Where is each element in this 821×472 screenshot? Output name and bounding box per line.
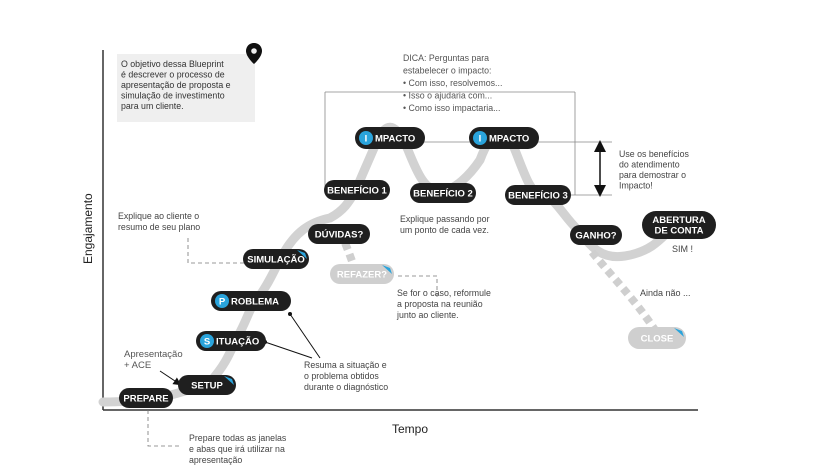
stage-problema[interactable]: P ROBLEMA xyxy=(211,291,291,311)
connector-refazer-note xyxy=(398,275,438,298)
x-axis-label: Tempo xyxy=(392,422,428,436)
stage-beneficio1-label: BENEFÍCIO 1 xyxy=(327,185,387,196)
stage-prepare-label: PREPARE xyxy=(123,393,168,404)
stage-duvidas[interactable]: DÚVIDAS? xyxy=(308,224,370,244)
notes-layer: Apresentação+ ACE Prepare todas as janela… xyxy=(118,149,693,465)
stage-ganho-label: GANHO? xyxy=(575,230,616,241)
stage-situacao-badge xyxy=(200,334,214,348)
stages-layer: PREPARE SETUP S ITUAÇÃO P ROBLEMA SIMULAÇÃO DÚV… xyxy=(119,127,716,408)
map-pin-icon xyxy=(246,43,262,64)
stage-impacto1[interactable]: I MPACTO xyxy=(355,127,425,149)
objective-box xyxy=(117,54,255,122)
connector-apresentacao xyxy=(159,370,182,386)
stage-beneficio3[interactable]: BENEFÍCIO 3 xyxy=(505,185,571,205)
stage-impacto2-label: MPACTO xyxy=(489,133,529,144)
close-track xyxy=(588,249,659,333)
note-sim: SIM ! xyxy=(672,244,693,254)
stage-ganho[interactable]: GANHO? xyxy=(570,225,622,245)
stage-refazer-label: REFAZER? xyxy=(337,269,387,280)
stage-impacto1-badge xyxy=(359,131,373,145)
stage-duvidas-label: DÚVIDAS? xyxy=(315,228,364,240)
y-axis-label: Engajamento xyxy=(81,193,95,264)
stage-close-label: CLOSE xyxy=(641,333,674,344)
stage-problema-badge-letter: P xyxy=(219,296,226,307)
stage-refazer[interactable]: REFAZER? xyxy=(330,264,394,284)
stage-beneficio3-label: BENEFÍCIO 3 xyxy=(508,190,568,201)
stage-situacao-label: ITUAÇÃO xyxy=(216,336,259,347)
stage-impacto1-label: MPACTO xyxy=(375,133,415,144)
connector-prepare-note xyxy=(147,410,180,447)
stage-prepare[interactable]: PREPARE xyxy=(119,388,173,408)
stage-impacto1-badge-letter: I xyxy=(365,133,368,144)
stage-beneficio2[interactable]: BENEFÍCIO 2 xyxy=(410,183,476,203)
stage-close[interactable]: CLOSE xyxy=(628,327,686,349)
connector-resuma-2 xyxy=(264,341,313,359)
stage-impacto2-badge-letter: I xyxy=(479,133,482,144)
stage-impacto2[interactable]: I MPACTO xyxy=(469,127,539,149)
connector-simulacao-note xyxy=(187,238,244,264)
stage-problema-badge xyxy=(215,294,229,308)
stage-beneficio2-label: BENEFÍCIO 2 xyxy=(413,188,473,199)
note-apresentacao: Apresentação+ ACE xyxy=(124,349,183,371)
stage-impacto2-badge xyxy=(473,131,487,145)
stage-situacao-badge-letter: S xyxy=(204,336,210,347)
stage-beneficio1[interactable]: BENEFÍCIO 1 xyxy=(324,180,390,200)
stage-simulacao[interactable]: SIMULAÇÃO xyxy=(243,249,309,269)
note-ainda-nao: Ainda não ... xyxy=(640,288,691,298)
stage-situacao[interactable]: S ITUAÇÃO xyxy=(196,331,266,351)
connector-resuma-1 xyxy=(289,313,321,359)
stage-simulacao-label: SIMULAÇÃO xyxy=(247,254,305,265)
engagement-track xyxy=(98,122,677,407)
stage-setup-label: SETUP xyxy=(191,380,223,391)
stage-setup[interactable]: SETUP xyxy=(178,375,236,395)
stage-problema-label: ROBLEMA xyxy=(231,296,279,307)
